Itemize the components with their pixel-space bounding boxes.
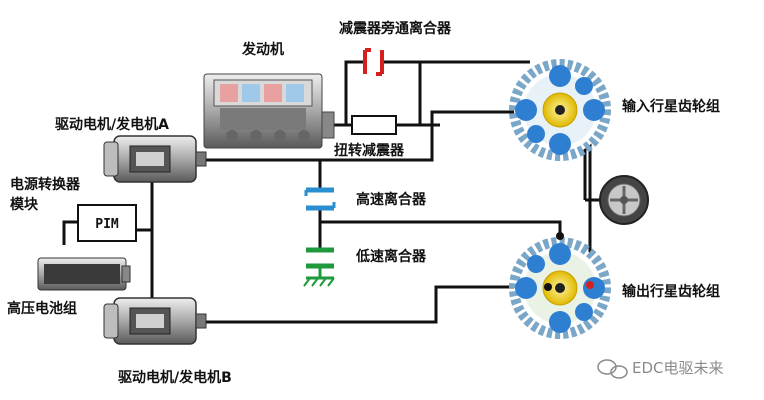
torsional-damper [351,115,397,135]
connection-dots [544,232,594,291]
low-speed-clutch-label: 低速离合器 [356,249,426,265]
output-planetary-label: 输出行星齿轮组 [622,284,720,300]
battery-label: 高压电池组 [7,301,77,317]
engine [203,73,335,149]
power-converter-label-2: 模块 [10,197,38,213]
motor-b [103,297,207,345]
watermark-text: EDC电驱未来 [632,359,724,377]
motor-a-label: 驱动电机/发电机A [55,117,169,133]
power-converter-label: 电源转换器 [10,177,80,193]
battery-pack [37,257,131,291]
engine-label: 发动机 [242,42,284,58]
pim-label: PIM [95,217,119,232]
motor-a [103,135,207,183]
output-planetary-gear [509,237,611,339]
wechat-icon [597,359,628,379]
clutch-icon [304,187,336,211]
input-planetary-gear [509,59,611,161]
damper-bypass-clutch-label: 减震器旁通离合器 [339,21,451,37]
torsional-damper-label: 扭转减震器 [334,143,404,159]
ground-clutch-icon [303,247,335,287]
motor-b-label: 驱动电机/发电机B [118,370,232,386]
clutch-icon [363,48,384,76]
input-planetary-label: 输入行星齿轮组 [622,99,720,115]
wheel-icon [599,175,649,225]
pim-module: PIM [77,204,137,242]
high-speed-clutch-label: 高速离合器 [356,192,426,208]
